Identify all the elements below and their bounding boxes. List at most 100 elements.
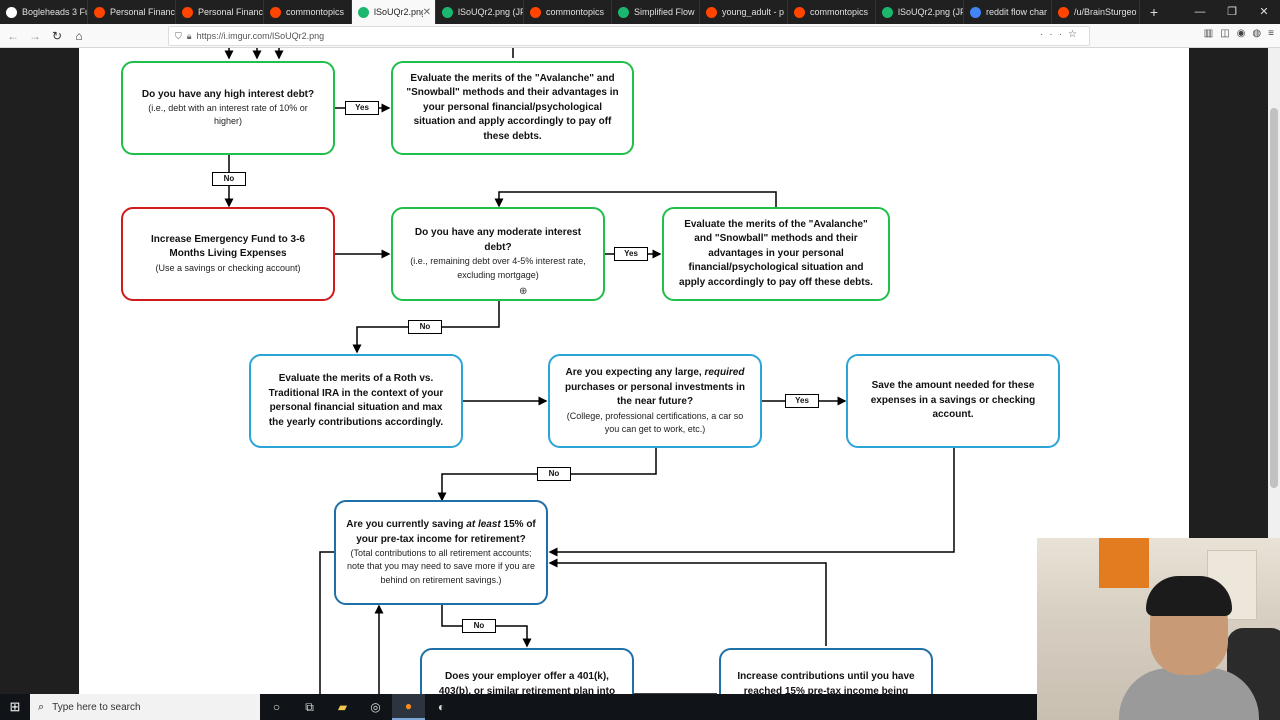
no-label-saving-15: No xyxy=(462,619,496,633)
page-actions[interactable]: ···☆ xyxy=(1040,29,1083,40)
taskbar-search-box[interactable]: ⌕ Type here to search xyxy=(30,694,260,720)
no-label-large-purchases: No xyxy=(537,467,571,481)
large-purchases-question-text: Are you expecting any large, required pu… xyxy=(564,367,746,408)
moderate-interest-debt-question: Do you have any moderate interest debt? … xyxy=(391,207,605,301)
tab-label: Bogleheads 3 Fu xyxy=(22,7,87,17)
browser-tab[interactable]: Personal Finance xyxy=(88,0,176,24)
shield-icon[interactable]: ⛉ xyxy=(175,30,182,41)
navigation-toolbar: ← → ↻ ⌂ ⛉ 🔒︎ https://i.imgur.com/lSoUQr2… xyxy=(0,24,1280,48)
tab-label: reddit flow char xyxy=(986,7,1048,17)
tab-label: commontopics xyxy=(810,7,869,17)
restore-icon[interactable]: ❐ xyxy=(1227,6,1237,18)
scrollbar-thumb[interactable] xyxy=(1270,108,1278,488)
person-body xyxy=(1119,668,1259,720)
browser-tab[interactable]: commontopics xyxy=(264,0,352,24)
emergency-fund-box: Increase Emergency Fund to 3-6 Months Li… xyxy=(121,207,335,301)
tab-label: lSoUQr2.png xyxy=(374,7,423,17)
chrome-icon[interactable]: ◎ xyxy=(370,700,381,714)
library-icon[interactable]: ▥ xyxy=(1203,28,1214,39)
yes-label-large-purchases: Yes xyxy=(785,394,819,408)
close-window-icon[interactable]: ✕ xyxy=(1259,6,1269,18)
tab-favicon-icon xyxy=(882,6,893,18)
browser-tab[interactable]: reddit flow char xyxy=(964,0,1052,24)
minimize-icon[interactable]: — xyxy=(1194,6,1206,18)
new-tab-button[interactable]: + xyxy=(1149,4,1159,20)
search-icon: ⌕ xyxy=(38,700,45,713)
tab-label: young_adult - p xyxy=(722,7,785,17)
browser-tab[interactable]: Bogleheads 3 Fu xyxy=(0,0,88,24)
tab-label: lSoUQr2.png (JP xyxy=(458,7,523,17)
high-interest-question-text: Do you have any high interest debt? xyxy=(141,88,315,100)
tab-favicon-icon xyxy=(270,6,281,18)
no-label-moderate-interest: No xyxy=(408,320,442,334)
menu-icon[interactable]: ≡ xyxy=(1268,28,1274,39)
toolbar-icons: ▥ ◫ ◉ ◍ ≡ xyxy=(1204,28,1274,39)
file-explorer-icon[interactable]: ▰ xyxy=(337,700,348,714)
emergency-fund-title: Increase Emergency Fund to 3-6 Months Li… xyxy=(151,233,305,260)
app-icon[interactable]: ◐ xyxy=(437,700,446,714)
saving-15-detail-text: (Total contributions to all retirement a… xyxy=(346,548,536,585)
address-bar[interactable]: ⛉ 🔒︎ https://i.imgur.com/lSoUQr2.png ···… xyxy=(168,26,1090,46)
browser-tab[interactable]: lSoUQr2.png (JP xyxy=(876,0,964,24)
zoom-cursor-icon: ⊕ xyxy=(519,286,528,297)
large-purchases-question: Are you expecting any large, required pu… xyxy=(548,354,762,448)
vertical-scrollbar[interactable] xyxy=(1268,48,1280,694)
extension-icon[interactable]: ◍ xyxy=(1252,28,1262,39)
browser-tab[interactable]: /u/BrainSturgeo xyxy=(1052,0,1140,24)
task-view-icon[interactable]: ⧉ xyxy=(305,699,314,714)
tab-favicon-icon xyxy=(618,6,629,18)
orange-object xyxy=(1099,538,1149,588)
browser-tab[interactable]: commontopics xyxy=(788,0,876,24)
tab-favicon-icon xyxy=(530,6,541,18)
increase-contributions-box: Increase contributions until you have re… xyxy=(719,648,933,694)
roth-vs-traditional-ira-box: Evaluate the merits of a Roth vs. Tradit… xyxy=(249,354,463,448)
lock-icon: 🔒︎ xyxy=(186,30,192,41)
high-interest-detail-text: (i.e., debt with an interest rate of 10%… xyxy=(148,103,308,127)
large-purchases-detail-text: (College, professional certifications, a… xyxy=(566,410,744,434)
tab-favicon-icon xyxy=(94,6,105,18)
browser-tab[interactable]: commontopics xyxy=(524,0,612,24)
yes-label-high-interest: Yes xyxy=(345,101,379,115)
tab-label: commontopics xyxy=(546,7,605,17)
avalanche-snowball-box-1: Evaluate the merits of the "Avalanche" a… xyxy=(391,61,634,155)
sidebar-icon[interactable]: ◫ xyxy=(1220,28,1230,39)
saving-15-question-text: Are you currently saving at least 15% of… xyxy=(346,519,536,545)
back-icon[interactable]: ← xyxy=(7,28,19,43)
account-icon[interactable]: ◉ xyxy=(1236,28,1246,39)
url-text: https://i.imgur.com/lSoUQr2.png xyxy=(196,31,325,41)
tab-favicon-icon xyxy=(358,6,369,18)
windows-start-icon[interactable]: ⊞ xyxy=(9,699,21,714)
tab-favicon-icon xyxy=(794,6,805,18)
window-controls: — ❐ ✕ xyxy=(1184,0,1280,24)
firefox-icon[interactable]: ● xyxy=(392,694,425,720)
employer-401k-text: Does your employer offer a 401(k), 403(b… xyxy=(438,671,616,694)
browser-tab[interactable]: young_adult - p xyxy=(700,0,788,24)
moderate-interest-detail-text: (i.e., remaining debt over 4-5% interest… xyxy=(410,256,586,280)
forward-icon[interactable]: → xyxy=(29,28,41,43)
tab-label: Simplified Flow xyxy=(634,7,695,17)
avalanche-snowball-text-1: Evaluate the merits of the "Avalanche" a… xyxy=(406,72,619,142)
roth-ira-text: Evaluate the merits of a Roth vs. Tradit… xyxy=(268,373,444,428)
home-icon[interactable]: ⌂ xyxy=(75,28,83,43)
tab-favicon-icon xyxy=(6,6,17,18)
no-label-high-interest: No xyxy=(212,172,246,186)
cortana-icon[interactable]: ○ xyxy=(272,700,281,714)
emergency-fund-detail: (Use a savings or checking account) xyxy=(155,262,301,273)
browser-tab[interactable]: Personal Finance xyxy=(176,0,264,24)
tab-favicon-icon xyxy=(970,6,981,18)
high-interest-debt-question: Do you have any high interest debt? (i.e… xyxy=(121,61,335,155)
browser-tab[interactable]: lSoUQr2.png (JP xyxy=(436,0,524,24)
browser-tab[interactable]: lSoUQr2.png✕ xyxy=(352,0,436,24)
webcam-overlay xyxy=(1037,538,1280,720)
tab-label: Personal Finance xyxy=(198,7,263,17)
tab-label: lSoUQr2.png (JP xyxy=(898,7,963,17)
tab-close-icon[interactable]: ✕ xyxy=(422,6,431,18)
tab-favicon-icon xyxy=(182,6,193,18)
reload-icon[interactable]: ↻ xyxy=(51,28,63,43)
browser-tab[interactable]: Simplified Flow xyxy=(612,0,700,24)
increase-contributions-text: Increase contributions until you have re… xyxy=(737,671,915,694)
tab-favicon-icon xyxy=(1058,6,1069,18)
avalanche-snowball-text-2: Evaluate the merits of the "Avalanche" a… xyxy=(679,218,873,288)
save-amount-box: Save the amount needed for these expense… xyxy=(846,354,1060,448)
